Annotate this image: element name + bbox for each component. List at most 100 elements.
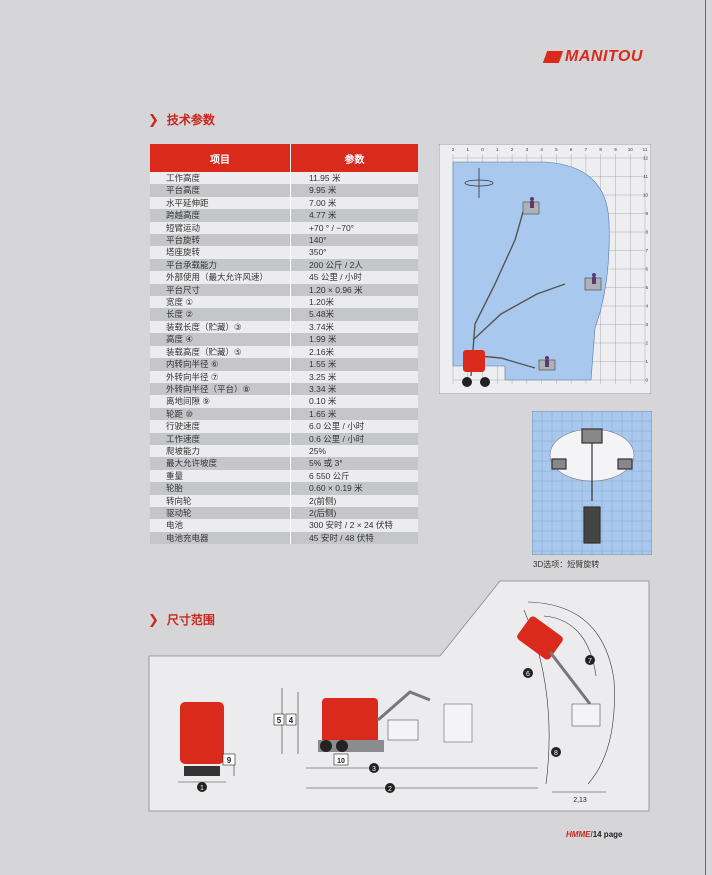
spec-item: 最大允许坡度 [150,457,291,470]
footer-page: 14 page [592,830,623,839]
x-tick-label: 2 [452,147,455,152]
dim-3-badge: 3 [369,763,379,773]
spec-value: 6.0 公里 / 小时 [290,420,418,433]
spec-value: 2(后侧) [290,506,418,520]
rotation-arrow-icon [464,168,494,198]
spec-item: 平台高度 [150,184,291,197]
svg-text:5: 5 [277,716,282,725]
y-tick-label: 4 [645,304,648,309]
x-tick-label: 7 [585,147,588,152]
y-tick-label: 11 [643,174,648,179]
x-tick-label: 6 [570,147,573,152]
y-tick-label: 1 [645,359,648,364]
spec-item: 塔座旋转 [150,246,291,259]
spec-value: 45 公里 / 小时 [290,271,418,284]
dim-7-badge: 7 [585,655,595,665]
spec-value: 3.34 米 [290,382,418,396]
base-machine [462,350,490,387]
y-tick-label: 2 [645,341,648,346]
spec-value: 350° [290,246,418,259]
dim-9-badge: 9 [222,753,236,766]
x-tick-label: 10 [628,147,634,152]
table-row: 外部使用（最大允许风速）45 公里 / 小时 [150,271,418,284]
y-tick-label: 12 [643,156,649,161]
spec-value: 11.95 米 [290,172,418,185]
turn-width-label: 2,13 [573,797,587,804]
spec-value: 200 公斤 / 2人 [290,258,418,272]
y-tick-label: 3 [645,322,648,327]
spec-value: 1.20米 [290,296,418,309]
svg-text:9: 9 [227,756,232,765]
spec-item: 转向轮 [150,494,291,507]
x-tick-label: 0 [481,147,484,152]
section-title-dimensions: ❯ 尺寸范围 [148,611,215,628]
spec-value: 1.65 米 [290,407,418,421]
spec-item: 外转向半径（平台）⑧ [150,382,291,396]
svg-text:10: 10 [337,758,345,765]
y-tick-label: 0 [645,378,648,383]
spec-item: 驱动轮 [150,506,291,520]
spec-item: 短臂运动 [150,221,291,235]
spec-item: 内转向半径 ⑥ [150,358,291,371]
spec-value: 3.74米 [290,320,418,334]
rotation-caption: 3D选项：短臂旋转 [533,560,600,569]
svg-text:4: 4 [289,716,294,725]
x-tick-label: 8 [599,147,602,152]
page-footer: HMME/14 page [566,830,623,839]
svg-text:2: 2 [388,786,392,793]
spec-item: 电池充电器 [150,531,291,545]
spec-item: 工作高度 [150,172,291,185]
table-row: 短臂运动+70 ° / −70° [150,221,418,235]
x-tick-label: 3 [526,147,529,152]
spec-header-value: 参数 [290,144,418,172]
x-tick-label: 2 [511,147,514,152]
spec-item: 装载长度（贮藏）③ [150,320,291,334]
svg-text:7: 7 [588,658,592,665]
spec-value: 9.95 米 [290,184,418,197]
dim-10-badge: 10 [333,753,349,766]
spec-item: 宽度 ① [150,296,291,309]
spec-table-header: 项目 参数 [150,144,418,172]
section-title-specs: ❯ 技术参数 [148,111,215,128]
spec-item: 长度 ② [150,308,291,321]
logo-wordmark: MANITOU [565,48,643,65]
section-title-dimensions-label: 尺寸范围 [166,613,215,627]
chevron-right-icon: ❯ [148,111,159,127]
dim-1-badge: 1 [197,782,207,792]
spec-value: 7.00 米 [290,196,418,210]
spec-item: 行驶速度 [150,420,291,433]
spec-item: 离地间隙 ⑨ [150,395,291,408]
spec-value: 2(前侧) [290,494,418,507]
spec-item: 水平延伸距 [150,196,291,210]
logo-mark-icon [542,51,564,63]
spec-item: 电池 [150,519,291,532]
jib-rotation-diagram [532,411,652,555]
spec-value: 1.20 × 0.96 米 [290,283,418,297]
dim-6-badge: 6 [523,668,533,678]
x-tick-label: 4 [540,147,543,152]
spec-item: 平台旋转 [150,234,291,247]
spec-item: 工作速度 [150,432,291,445]
spec-item: 跨越高度 [150,209,291,222]
spec-value: 300 安时 / 2 × 24 伏特 [290,519,418,532]
